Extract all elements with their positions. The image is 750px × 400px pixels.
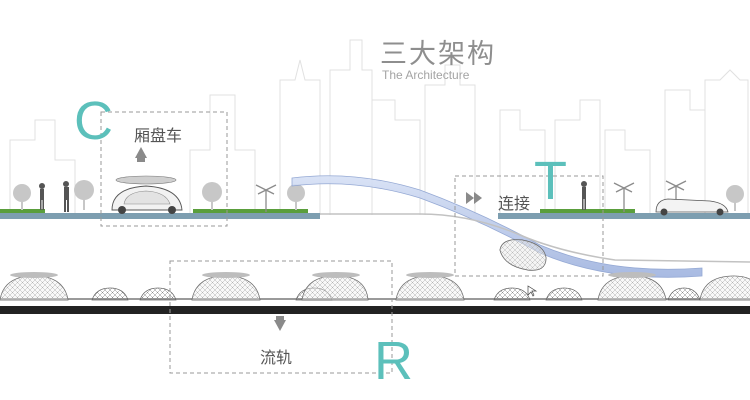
- rail-track: [0, 306, 750, 314]
- people-silhouettes: [39, 181, 587, 212]
- rail-line-top: [0, 298, 750, 300]
- arrow-up-icon: [135, 147, 147, 162]
- dashed-box-c: [100, 111, 228, 227]
- ground-slab-right: [498, 213, 750, 219]
- grass-strip: [540, 209, 635, 213]
- transition-pod: [499, 239, 547, 271]
- rail-pods: [0, 272, 750, 301]
- component-letter-r: R: [374, 331, 413, 391]
- component-letter-t: T: [534, 151, 567, 211]
- diagram-subtitle: The Architecture: [382, 68, 470, 82]
- dashed-box-r: [169, 260, 393, 374]
- component-label-t: 连接: [498, 194, 531, 213]
- dashed-box-t: [454, 175, 604, 277]
- component-letter-c: C: [74, 91, 113, 151]
- double-arrow-right-icon: [466, 192, 482, 204]
- grass-strip: [0, 209, 45, 213]
- ground-slab-left: [0, 213, 320, 219]
- component-label-c: 厢盘车: [134, 126, 183, 145]
- arrow-down-icon: [274, 316, 286, 331]
- component-label-r: 流轨: [260, 348, 293, 367]
- city-skyline: [9, 39, 749, 215]
- pod-car-ground: [111, 175, 183, 214]
- grass-strip: [193, 209, 308, 213]
- descending-guide-line: [320, 213, 750, 263]
- cursor-icon: [527, 285, 538, 297]
- trees: [13, 180, 744, 211]
- diagram-title: 三大架构: [380, 39, 496, 70]
- vehicle-right: [655, 198, 729, 216]
